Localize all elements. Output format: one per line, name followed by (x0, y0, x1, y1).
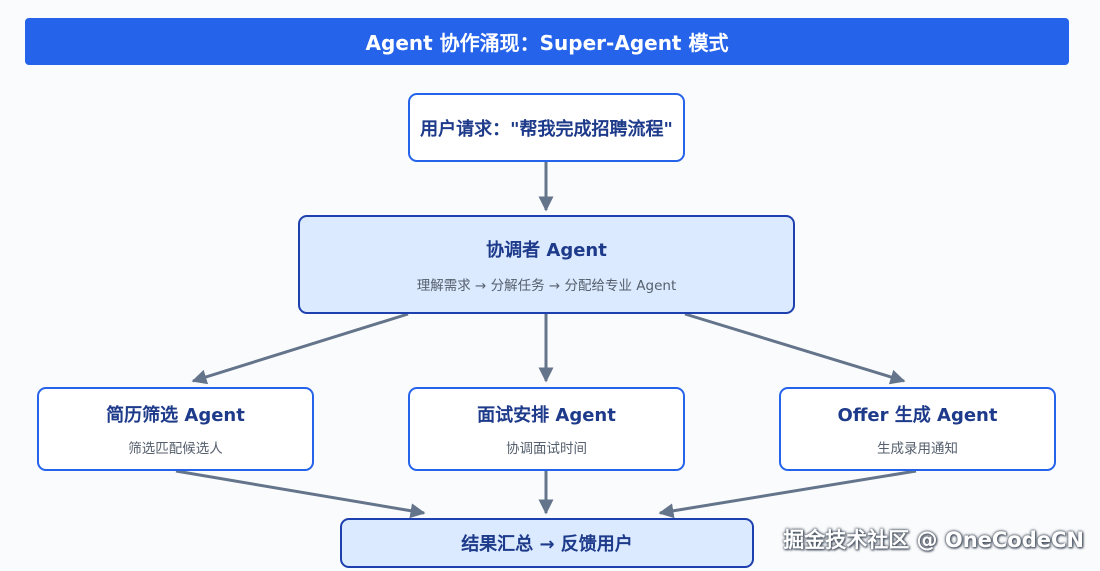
resume-screening-agent-subtitle: 筛选匹配候选人 (128, 441, 223, 457)
arrow-offer-to-result (658, 469, 917, 519)
coordinator-agent-node: 协调者 Agent 理解需求 → 分解任务 → 分配给专业 Agent (298, 215, 795, 314)
offer-generation-agent-subtitle: 生成录用通知 (877, 441, 958, 457)
offer-generation-agent-title: Offer 生成 Agent (837, 405, 998, 426)
resume-screening-agent-title: 简历筛选 Agent (106, 405, 245, 426)
resume-screening-agent-node: 简历筛选 Agent 筛选匹配候选人 (37, 387, 314, 471)
interview-scheduling-agent-subtitle: 协调面试时间 (506, 441, 587, 457)
interview-scheduling-agent-title: 面试安排 Agent (477, 405, 616, 426)
coordinator-agent-subtitle: 理解需求 → 分解任务 → 分配给专业 Agent (416, 277, 677, 294)
arrow-coordinator-to-offer (684, 312, 906, 385)
arrow-coordinator-to-resume (191, 312, 409, 385)
watermark: 掘金技术社区 @ OneCodeCN (783, 528, 1084, 552)
diagram-title: Agent 协作涌现：Super-Agent 模式 (25, 18, 1069, 65)
coordinator-agent-title: 协调者 Agent (486, 239, 607, 261)
result-summary-node: 结果汇总 → 反馈用户 (340, 518, 754, 568)
user-request-node: 用户请求："帮我完成招聘流程" (408, 93, 685, 162)
interview-scheduling-agent-node: 面试安排 Agent 协调面试时间 (408, 387, 685, 471)
user-request-label: 用户请求："帮我完成招聘流程" (420, 118, 673, 140)
offer-generation-agent-node: Offer 生成 Agent 生成录用通知 (779, 387, 1056, 471)
arrow-resume-to-result (175, 469, 426, 519)
result-summary-label: 结果汇总 → 反馈用户 (461, 534, 633, 555)
